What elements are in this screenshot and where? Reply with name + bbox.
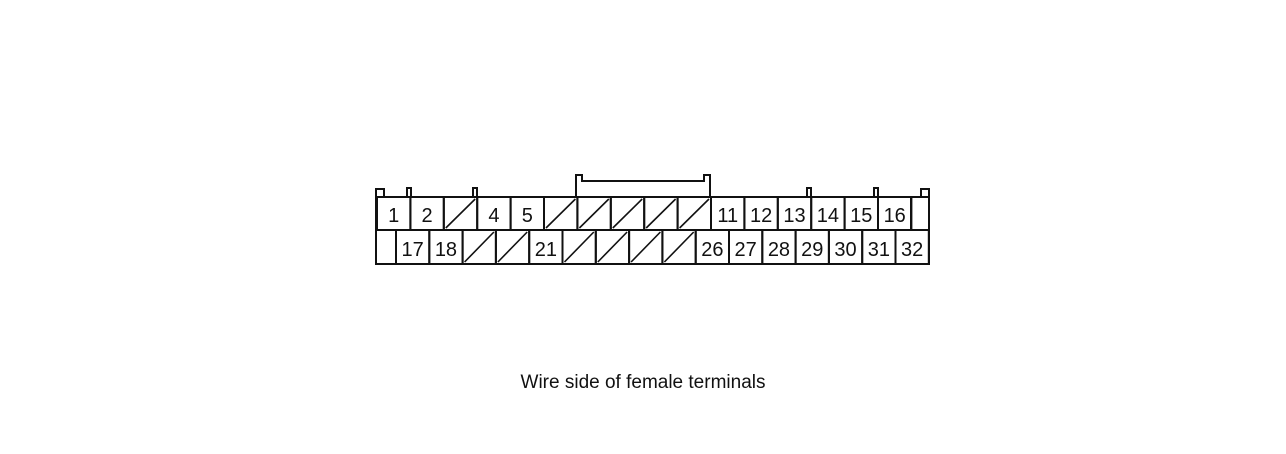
empty-cavity-slash (445, 198, 476, 229)
right-end-tab (920, 188, 930, 197)
empty-cavity-slash (612, 198, 643, 229)
top-row-empty-cavity (442, 196, 479, 231)
locking-latch (575, 174, 711, 197)
terminal-number: 16 (884, 205, 906, 227)
left-end-tab (375, 188, 385, 197)
top-row-empty-cavity (543, 196, 579, 231)
top-ridge (806, 187, 812, 197)
bottom-row-terminal-cell: 29 (794, 229, 830, 265)
top-row-terminal-cell: 12 (743, 196, 779, 231)
terminal-number: 15 (850, 205, 872, 227)
empty-cavity-slash (464, 231, 495, 263)
terminal-number: 30 (834, 239, 856, 261)
bottom-row-terminal-cell: 30 (827, 229, 864, 265)
terminal-number: 4 (488, 205, 499, 227)
empty-cavity-slash (545, 198, 576, 229)
top-row-terminal-cell: 13 (776, 196, 813, 231)
bottom-row-terminal-cell: 27 (728, 229, 764, 265)
empty-cavity-slash (645, 198, 677, 229)
bottom-row-empty-cavity (494, 229, 531, 265)
terminal-number: 14 (817, 205, 839, 227)
top-ridge (873, 187, 879, 197)
terminal-number: 27 (735, 239, 757, 261)
bottom-row-empty-cavity (661, 229, 697, 265)
terminal-number: 26 (701, 239, 723, 261)
diagram-caption: Wire side of female terminals (520, 372, 766, 393)
top-row-empty-cavity (609, 196, 646, 231)
bottom-row-terminal-cell: 32 (894, 229, 930, 265)
top-row-empty-cavity (576, 196, 612, 231)
empty-cavity-slash (663, 231, 695, 263)
top-row-terminal-cell: 16 (877, 196, 913, 231)
top-ridge (472, 187, 478, 197)
terminal-number: 21 (535, 239, 557, 261)
top-ridge (406, 187, 412, 197)
terminal-number: 31 (868, 239, 890, 261)
empty-cavity-slash (497, 231, 528, 263)
empty-cavity-slash (597, 231, 628, 263)
bottom-row-terminal-cell: 21 (528, 229, 564, 265)
bottom-row-terminal-cell: 18 (428, 229, 464, 265)
bottom-row-empty-cavity (561, 229, 597, 265)
terminal-number: 13 (783, 205, 805, 227)
terminal-number: 1 (388, 205, 399, 227)
bottom-row-empty-cavity (461, 229, 497, 265)
terminal-number: 18 (435, 239, 457, 261)
terminal-number: 2 (422, 205, 433, 227)
top-row-terminal-cell: 1 (376, 196, 412, 231)
bottom-row-empty-cavity (628, 229, 664, 265)
bottom-row-terminal-cell: 17 (395, 229, 431, 265)
terminal-number: 11 (717, 205, 738, 227)
terminal-number: 5 (522, 205, 533, 227)
top-row-empty-cavity (676, 196, 712, 231)
bottom-row-terminal-cell: 31 (861, 229, 897, 265)
empty-cavity-slash (630, 231, 661, 263)
top-row-terminal-cell: 4 (476, 196, 512, 231)
terminal-number: 28 (768, 239, 790, 261)
top-row-terminal-cell: 11 (710, 196, 746, 231)
top-row-terminal-cell: 14 (810, 196, 846, 231)
bottom-row-cells: 17 18 21 26 27 28 29 30 31 32 (395, 229, 930, 265)
top-row-terminal-cell: 15 (843, 196, 879, 231)
bottom-row-empty-cavity (594, 229, 631, 265)
bottom-row-terminal-cell: 26 (694, 229, 731, 265)
terminal-number: 29 (801, 239, 823, 261)
cell-border (894, 229, 930, 265)
bottom-row-terminal-cell: 28 (761, 229, 797, 265)
empty-cavity-slash (578, 198, 610, 229)
top-row-terminal-cell: 5 (509, 196, 546, 231)
terminal-number: 17 (402, 239, 424, 261)
terminal-number: 12 (750, 205, 772, 227)
top-row-empty-cavity (643, 196, 679, 231)
top-row-terminal-cell: 2 (409, 196, 445, 231)
empty-cavity-slash (563, 231, 595, 263)
empty-cavity-slash (679, 198, 710, 229)
terminal-number: 32 (901, 239, 923, 261)
